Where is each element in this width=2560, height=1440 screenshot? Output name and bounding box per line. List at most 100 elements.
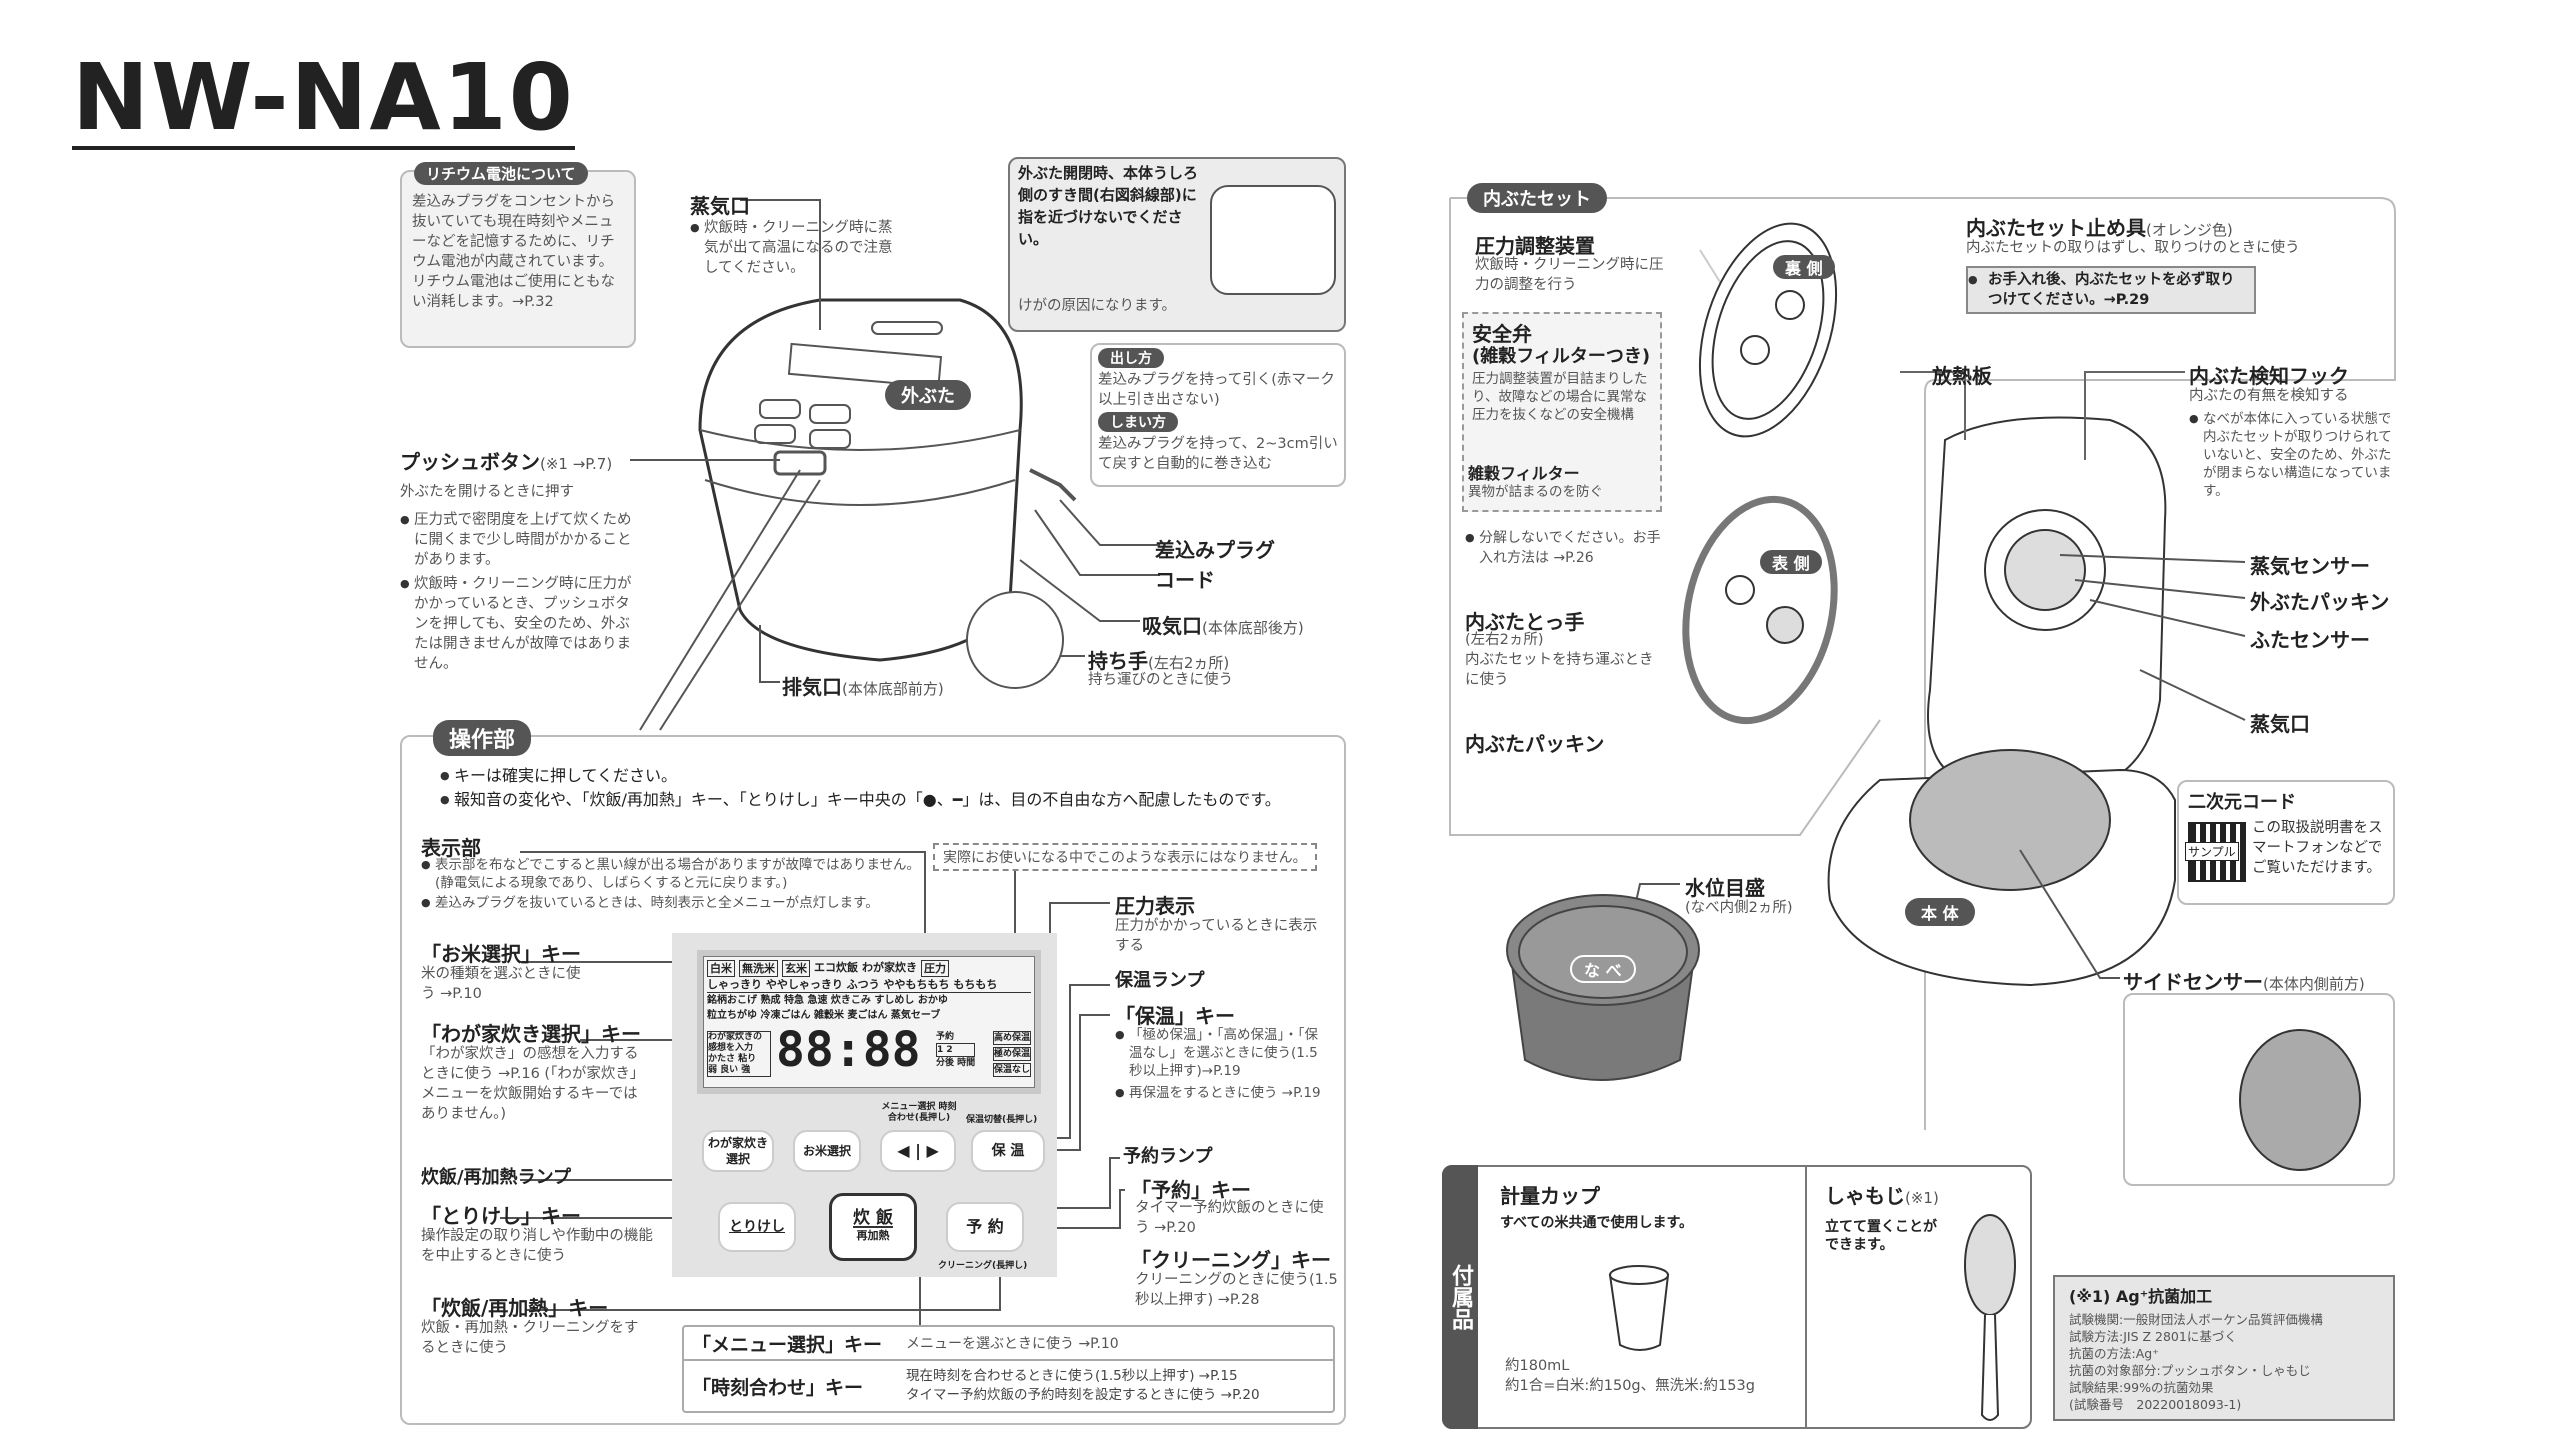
lcd-12: 1 2	[936, 1043, 976, 1057]
warning-illustration	[1210, 185, 1336, 295]
cook-button-label: 炊 飯	[853, 1208, 893, 1228]
lcd-left-3: 弱 良い 強	[708, 1065, 751, 1075]
cook-button-sub: 再加熱	[856, 1229, 890, 1242]
display-bullet-1: 表示部を布などでこすると黒い線が出る場合がありますが故障ではありません。(静電気…	[421, 856, 921, 892]
lcd-extreme-keep: 極め保温	[992, 1047, 1031, 1061]
detect-hook-label: 内ぶた検知フック	[2189, 364, 2349, 388]
cook-button[interactable]: 炊 飯 再加熱	[829, 1193, 917, 1261]
lcd-units: 分後 時間	[936, 1058, 976, 1068]
paddle-note: (※1)	[1905, 1189, 1939, 1207]
back-side-tag: 裏 側	[1773, 255, 1835, 279]
lcd-row-3: 銘柄おこげ 熟成 特急 急速 炊きこみ すしめし おかゆ	[707, 995, 948, 1006]
push-note: (※1 →P.7)	[540, 455, 613, 473]
body-steam-vent-label: 蒸気口	[2250, 712, 2310, 736]
pot-tag: な べ	[1570, 955, 1636, 983]
rice-select-button[interactable]: お米選択	[793, 1130, 861, 1172]
key-table-row: 「メニュー選択」キー メニューを選ぶときに使う →P.10	[684, 1327, 1333, 1361]
side-sensor-text: サイドセンサー	[2123, 970, 2263, 994]
keep-lamp-label: 保温ランプ	[1115, 970, 1205, 991]
intake-text: 吸気口	[1142, 614, 1202, 638]
timer-lamp-label: 予約ランプ	[1123, 1146, 1213, 1167]
keep-key-label: 「保温」キー	[1115, 1004, 1235, 1028]
pressure-text: 圧力がかかっているときに表示する	[1115, 918, 1318, 954]
inner-lid-handle-text: 内ぶたセットを持ち運ぶときに使う	[1465, 652, 1654, 688]
exhaust-label: 排気口(本体底部前方)	[782, 671, 944, 700]
warning-title: 外ぶた開閉時、本体うしろ側のすき間(右図斜線部)に指を近づけないでください。	[1018, 164, 1199, 248]
clock-key-label: 「時刻合わせ」キー	[692, 1376, 864, 1399]
lcd-left-1: わが家炊きの感想を入力	[708, 1032, 763, 1053]
lcd-brown-rice: 玄米	[782, 960, 810, 977]
detect-hook-sub: 内ぶたの有無を検知する	[2189, 388, 2349, 404]
operation-section	[400, 735, 1346, 1425]
lcd-digits: 88:88	[776, 1022, 921, 1078]
lcd-right: 高め保温 極め保温 保温なし	[992, 1031, 1031, 1077]
cord-label: コード	[1155, 568, 1215, 592]
ag-line: 試験結果:99%の抗菌効果	[2069, 1380, 2214, 1395]
warning-text: けがの原因になります。	[1018, 298, 1177, 314]
intake-note: (本体底部後方)	[1202, 619, 1304, 637]
lid-packing-label: 外ぶたパッキン	[2250, 590, 2390, 614]
exhaust-text: 排気口	[782, 675, 842, 699]
handle-note: (左右2ヵ所)	[1148, 654, 1230, 672]
ops-bullet-1: キーは確実に押してください。	[440, 766, 677, 786]
handle-label: 持ち手(左右2ヵ所)	[1088, 645, 1229, 674]
cup-equivalent: 約1合=白米:約150g、無洗米:約153g	[1505, 1378, 1755, 1394]
rice-key-text: 米の種類を選ぶときに使う →P.10	[421, 966, 581, 1002]
cancel-button[interactable]: とりけし	[718, 1202, 796, 1252]
home-key-text: 「わが家炊き」の感想を入力するときに使う →P.16 (「わが家炊き」メニューを…	[421, 1046, 645, 1122]
keep-caption: 保温切替(長押し)	[966, 1115, 1038, 1125]
exhaust-note: (本体底部前方)	[842, 680, 944, 698]
inner-lid-handle-note: (左右2ヵ所)	[1465, 632, 1544, 648]
qr-sample: サンプル	[2185, 842, 2239, 861]
inner-lid-handle-label: 内ぶたとっ手	[1465, 610, 1585, 634]
safety-valve-text: 圧力調整装置が目詰まりしたり、故障などの場合に異常な圧力を抜くなどの安全機構	[1472, 371, 1648, 423]
cup-sub: すべての米共通で使用します。	[1500, 1215, 1694, 1231]
timer-key-text: タイマー予約炊飯のときに使う →P.20	[1135, 1200, 1324, 1236]
lcd-row-2: しゃっきり ややしゃっきり ふつう ややもちもち もちもち	[707, 977, 1031, 993]
keep-warm-button[interactable]: 保 温	[971, 1130, 1045, 1172]
safety-valve-box	[1462, 312, 1662, 512]
cord-out-tag: 出し方	[1098, 348, 1164, 368]
lcd-row-4: 粒立ちがゆ 冷凍ごはん 雑穀米 麦ごはん 蒸気セーブ	[707, 1010, 941, 1021]
page-title: NW-NA10	[72, 44, 575, 151]
cup-label: 計量カップ	[1500, 1184, 1600, 1208]
display-bullet-2: 差込みプラグを抜いているときは、時刻表示と全メニューが点灯します。	[421, 893, 921, 913]
steam-sensor-label: 蒸気センサー	[2250, 554, 2370, 578]
cancel-key-label: 「とりけし」キー	[421, 1204, 581, 1228]
home-select-button[interactable]: わが家炊き 選択	[702, 1130, 774, 1172]
lcd-home: わが家炊き	[862, 961, 917, 974]
ag-line: 抗菌の方法:Ag⁺	[2069, 1346, 2159, 1361]
push-button-label: プッシュボタン(※1 →P.7)	[400, 446, 612, 475]
lithium-battery-tag: リチウム電池について	[414, 162, 588, 185]
accessories-divider	[1805, 1165, 1807, 1429]
intake-label: 吸気口(本体底部後方)	[1142, 610, 1304, 639]
cord-box	[1090, 343, 1346, 487]
paddle-sub: 立てて置くことができます。	[1825, 1219, 1937, 1253]
key-table: 「メニュー選択」キー メニューを選ぶときに使う →P.10 「時刻合わせ」キー …	[682, 1325, 1335, 1413]
paddle-text: しゃもじ	[1825, 1184, 1905, 1208]
lcd-high-keep: 高め保温	[992, 1031, 1031, 1045]
safety-valve-sub: (雑穀フィルターつき)	[1472, 346, 1651, 367]
stopper-label: 内ぶたセット止め具(オレンジ色)	[1966, 212, 2233, 241]
menu-arrow-buttons[interactable]: ◀ | ▶	[880, 1130, 956, 1172]
ag-line: 抗菌の対象部分:プッシュボタン・しゃもじ	[2069, 1363, 2311, 1378]
steam-vent-label: 蒸気口	[690, 194, 750, 218]
inner-lid-set-tag: 内ぶたセット	[1467, 183, 1607, 213]
home-key-label: 「わが家炊き選択」キー	[421, 1022, 641, 1046]
inner-lid-drawings	[1682, 222, 1838, 725]
lcd-mid: 予約 1 2 分後 時間	[936, 1031, 976, 1069]
front-side-tag: 表 側	[1760, 550, 1822, 574]
keep-key-bullet-1: 「極め保温」・「高め保温」・「保温なし」を選ぶときに使う(1.5秒以上押す)→P…	[1115, 1026, 1330, 1080]
detect-hook-text: なべが本体に入っている状態で内ぶたセットが取りつけられていないと、安全のため、外…	[2189, 410, 2394, 500]
handle-text: 持ち手	[1088, 649, 1148, 673]
qr-box	[2177, 780, 2395, 905]
push-label-text: プッシュボタン	[400, 450, 540, 474]
stopper-notice: お手入れ後、内ぶたセットを必ず取りつけてください。→P.29	[1966, 266, 2256, 314]
lcd-display: 白米 無洗米 玄米 エコ炊飯 わが家炊き 圧力 しゃっきり ややしゃっきり ふつ…	[697, 950, 1041, 1094]
clock-key-bullet-1: 現在時刻を合わせるときに使う(1.5秒以上押す) →P.15	[906, 1368, 1238, 1384]
dashed-note: 実際にお使いになる中でこのような表示にはなりません。	[933, 843, 1317, 871]
cup-volume: 約180mL	[1505, 1358, 1570, 1374]
timer-button[interactable]: 予 約	[946, 1202, 1024, 1252]
push-bullet-1: 圧力式で密閉度を上げて炊くために開くまで少し時間がかかることがあります。	[400, 510, 640, 570]
ag-line: 試験方法:JIS Z 2801に基づく	[2069, 1329, 2237, 1344]
